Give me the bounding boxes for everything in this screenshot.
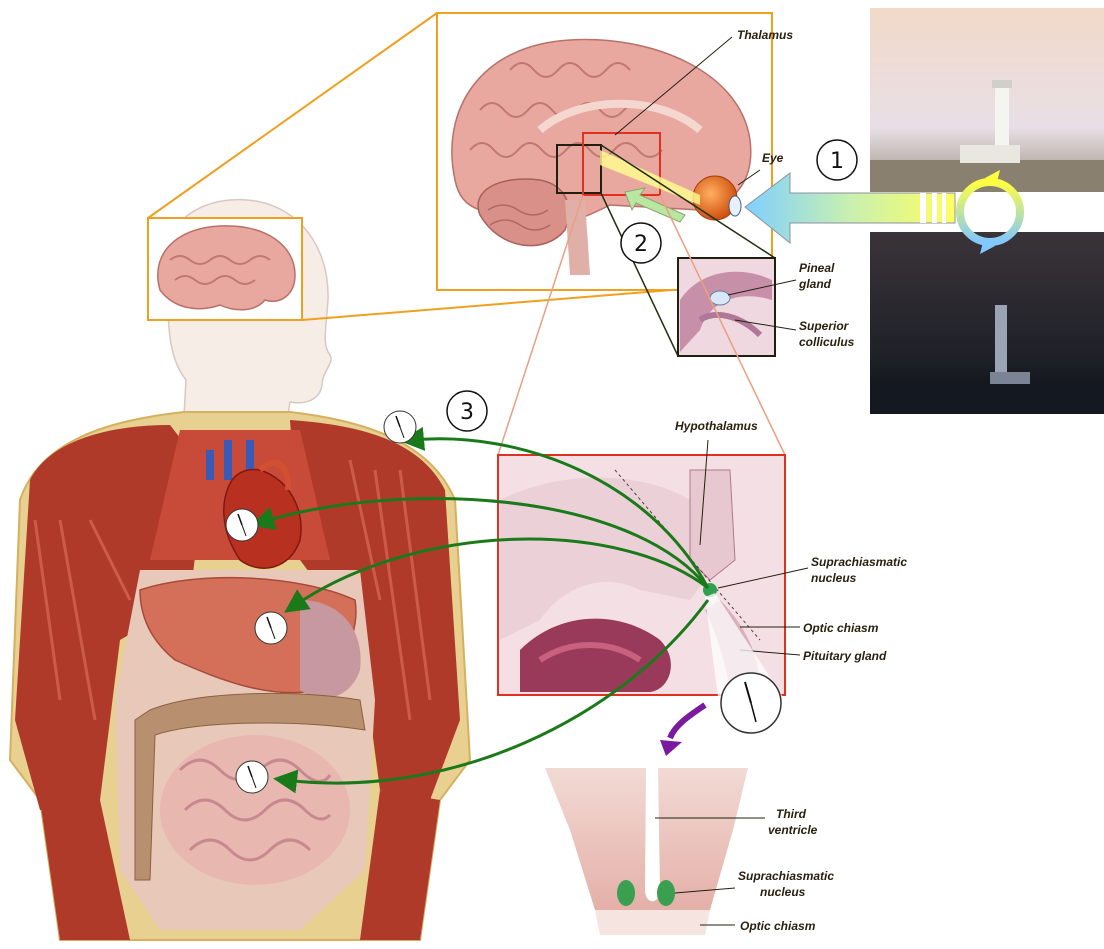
hypothalamus-tissue bbox=[690, 470, 735, 580]
step-2-number: 2 bbox=[634, 232, 648, 257]
label-scn-line1: Suprachiasmatic bbox=[811, 555, 907, 569]
label-hypothalamus: Hypothalamus bbox=[675, 419, 758, 433]
small-intestine bbox=[160, 735, 350, 885]
label-pituitary: Pituitary gland bbox=[803, 649, 887, 663]
label-optic-chiasm-bottom: Optic chiasm bbox=[740, 919, 816, 933]
shoulder-clock bbox=[384, 411, 416, 443]
label-scn-line2: nucleus bbox=[811, 571, 857, 585]
heart-clock bbox=[226, 509, 258, 541]
label-pineal-line1: Pineal bbox=[799, 261, 835, 275]
brain-box bbox=[437, 13, 772, 290]
label-optic-chiasm: Optic chiasm bbox=[803, 621, 879, 635]
label-superior-line1: Superior bbox=[799, 319, 850, 333]
master-clock bbox=[721, 673, 781, 733]
lighthouse-night-photo bbox=[870, 232, 1104, 414]
label-thalamus: Thalamus bbox=[737, 28, 793, 42]
intestine-clock bbox=[236, 761, 268, 793]
label-pineal-line2: gland bbox=[798, 277, 832, 291]
step-1-number: 1 bbox=[830, 149, 844, 174]
label-superior-line2: colliculus bbox=[799, 335, 855, 349]
label-third-line2: ventricle bbox=[768, 823, 818, 837]
label-scn-bottom-line2: nucleus bbox=[760, 885, 806, 899]
liver-clock bbox=[255, 612, 287, 644]
label-scn-bottom-line1: Suprachiasmatic bbox=[738, 869, 834, 883]
purple-arrow bbox=[660, 705, 705, 756]
lighthouse-day-photo bbox=[870, 8, 1104, 192]
scn-left bbox=[617, 880, 635, 906]
third-ventricle-slit bbox=[645, 768, 660, 901]
scn-right bbox=[657, 880, 675, 906]
step-3-number: 3 bbox=[460, 400, 474, 425]
label-eye: Eye bbox=[762, 151, 784, 165]
label-third-line1: Third bbox=[776, 807, 807, 821]
head-brain-inset bbox=[148, 218, 302, 320]
third-ventricle-section bbox=[545, 768, 748, 935]
